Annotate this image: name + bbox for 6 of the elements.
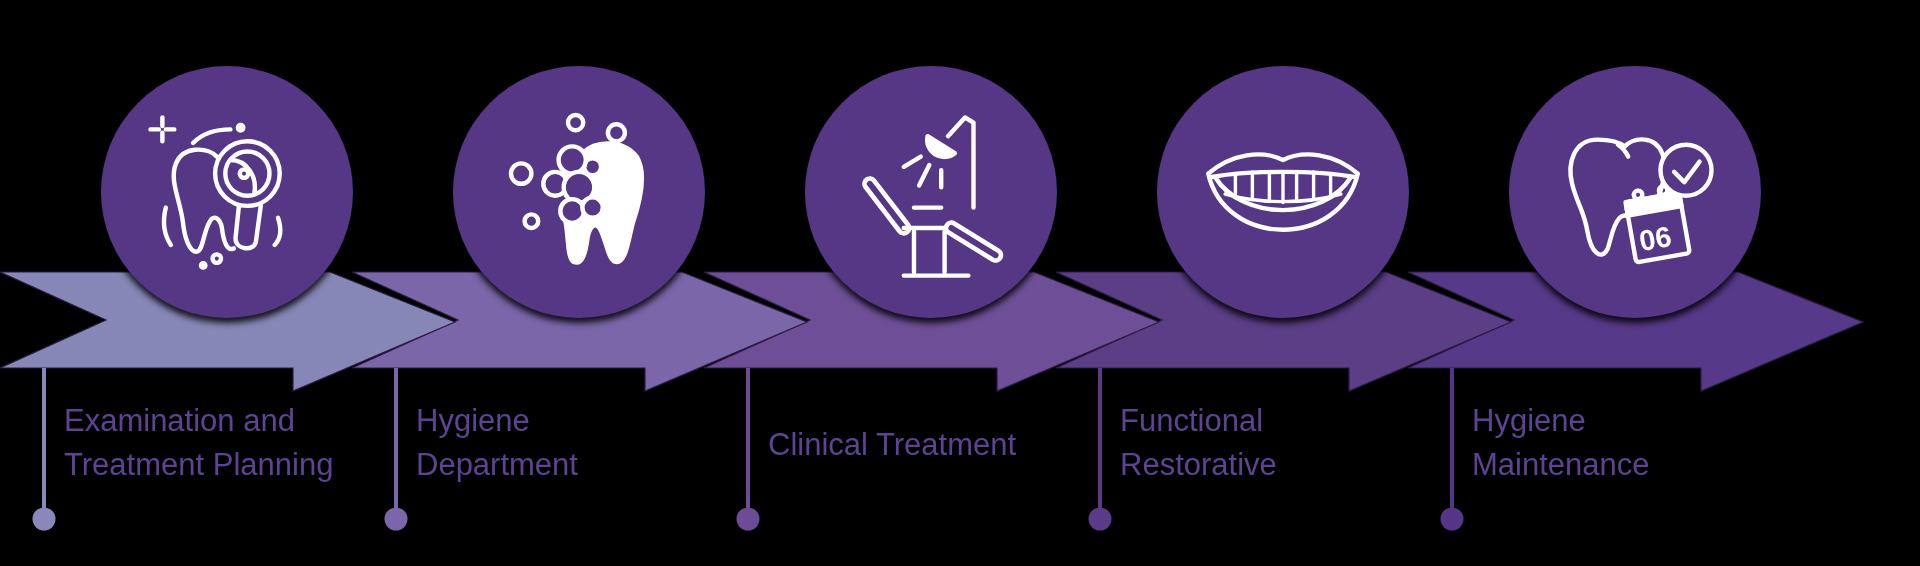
stage-label: Hygiene Department xyxy=(416,402,579,484)
stage-label: Examination and Treatment Planning xyxy=(64,402,335,484)
stage-label: Clinical Treatment xyxy=(768,426,1018,464)
stage-label: Hygiene Maintenance xyxy=(1472,402,1651,484)
stage-label: Functional Restorative xyxy=(1120,402,1278,484)
calendar-date: 06 xyxy=(1636,220,1674,258)
